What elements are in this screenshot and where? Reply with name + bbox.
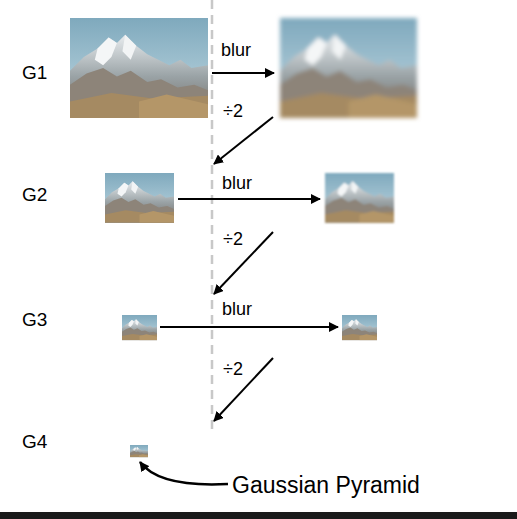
step-label: blur — [221, 41, 251, 59]
level-label: G3 — [22, 310, 47, 329]
image-g2 — [105, 173, 174, 223]
level-label: G1 — [22, 63, 47, 82]
image-g4 — [130, 445, 148, 457]
image-g3 — [122, 315, 157, 340]
level-label: G2 — [22, 185, 47, 204]
image-g1 — [70, 18, 208, 118]
blur-arrow — [212, 72, 274, 74]
step-label: ÷2 — [223, 360, 243, 378]
blurred-image-g1 — [280, 18, 417, 118]
level-label: G4 — [22, 432, 47, 451]
downsample-arrow — [214, 117, 273, 164]
center-guide — [211, 0, 214, 430]
blurred-image-g2 — [325, 173, 394, 223]
downsample-arrow — [214, 232, 273, 294]
step-label: blur — [222, 300, 252, 318]
caption-label: Gaussian Pyramid — [232, 474, 420, 497]
blur-arrow — [178, 198, 320, 200]
blur-arrow — [160, 326, 338, 328]
blurred-image-g3 — [342, 315, 377, 340]
step-label: blur — [222, 174, 252, 192]
downsample-arrow — [214, 358, 273, 421]
step-label: ÷2 — [223, 102, 243, 120]
bottom-bar — [0, 512, 517, 519]
step-label: ÷2 — [223, 230, 243, 248]
callout-arrow — [140, 462, 228, 484]
